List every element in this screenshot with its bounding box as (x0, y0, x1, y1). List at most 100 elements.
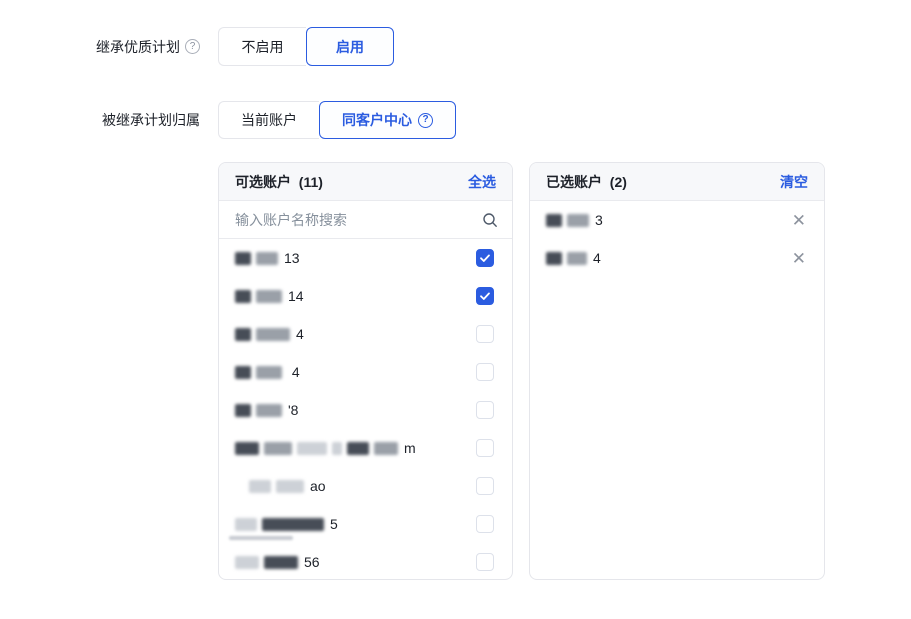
account-name-suffix: 3 (595, 212, 603, 228)
account-search-row (219, 201, 512, 239)
question-circle-icon[interactable]: ? (185, 39, 200, 54)
available-account-row[interactable]: 14 (219, 277, 512, 315)
account-name-suffix: m (404, 440, 416, 456)
redacted-text-block (567, 213, 589, 227)
form-row-plan-ownership: 被继承计划归属 当前账户 同客户中心 ? (0, 101, 911, 139)
redacted-text-block (264, 441, 292, 455)
redacted-text-block (374, 441, 398, 455)
available-account-row[interactable]: m (219, 429, 512, 467)
redacted-text-block (256, 289, 282, 303)
redacted-text-block (235, 441, 259, 455)
checkbox-unchecked[interactable] (476, 515, 494, 533)
checkbox-checked[interactable] (476, 287, 494, 305)
selected-account-row[interactable]: 3✕ (530, 201, 824, 239)
clear-all-link[interactable]: 清空 (780, 173, 808, 190)
account-name: m (235, 440, 416, 456)
redacted-text-block (347, 441, 369, 455)
redacted-text-block (235, 327, 251, 341)
selected-accounts-list: 3✕4✕ (530, 201, 824, 579)
account-name-suffix: 4 (288, 364, 300, 380)
selected-accounts-title: 已选账户 (2) (546, 173, 627, 190)
redacted-text-block (235, 365, 251, 379)
redacted-text-block (229, 536, 293, 540)
selected-accounts-panel: 已选账户 (2) 清空 3✕4✕ (529, 162, 825, 580)
account-name: 4 (546, 250, 601, 266)
account-name-suffix: '8 (288, 402, 299, 418)
checkbox-unchecked[interactable] (476, 363, 494, 381)
account-name: ao (235, 478, 326, 494)
checkbox-unchecked[interactable] (476, 477, 494, 495)
account-name-suffix: 4 (296, 326, 304, 342)
same-customer-center-label: 同客户中心 (342, 112, 412, 128)
inherit-plan-toggle-group: 不启用 启用 (218, 27, 394, 66)
redacted-text-block (256, 327, 290, 341)
redacted-text-block (235, 403, 251, 417)
checkbox-unchecked[interactable] (476, 401, 494, 419)
plan-ownership-label-group: 被继承计划归属 (0, 101, 200, 139)
redacted-text-block (235, 251, 251, 265)
available-account-row[interactable]: ao (219, 467, 512, 505)
inherit-plan-label-group: 继承优质计划 ? (0, 27, 200, 66)
redacted-text-block (256, 251, 278, 265)
available-accounts-header: 可选账户 (11) 全选 (219, 163, 512, 201)
select-all-link[interactable]: 全选 (468, 173, 496, 190)
available-accounts-panel: 可选账户 (11) 全选 13 14 4 4 '8 m ao 5 56 (218, 162, 513, 580)
account-name: 14 (235, 288, 304, 304)
redacted-text-block (567, 251, 587, 265)
available-account-row[interactable]: 4 (219, 315, 512, 353)
available-accounts-list: 13 14 4 4 '8 m ao 5 56 (219, 239, 512, 579)
checkbox-unchecked[interactable] (476, 325, 494, 343)
redacted-text-block (235, 289, 251, 303)
inherit-plan-settings-form: 继承优质计划 ? 不启用 启用 被继承计划归属 当前账户 同客户中心 ? (0, 27, 911, 619)
redacted-text-block (264, 555, 298, 569)
selected-accounts-header: 已选账户 (2) 清空 (530, 163, 824, 201)
redacted-text-block (546, 213, 562, 227)
plan-ownership-toggle-group: 当前账户 同客户中心 ? (218, 101, 456, 139)
available-account-row[interactable]: '8 (219, 391, 512, 429)
question-circle-icon[interactable]: ? (418, 112, 433, 128)
redacted-text-block (297, 441, 327, 455)
same-customer-center-option-button[interactable]: 同客户中心 ? (319, 101, 456, 139)
account-name-suffix: 5 (330, 516, 338, 532)
redacted-text-block (276, 479, 304, 493)
account-name: '8 (235, 402, 298, 418)
account-name: 5 (229, 516, 338, 540)
search-icon[interactable] (482, 212, 498, 228)
remove-account-icon[interactable]: ✕ (791, 210, 806, 230)
available-account-row[interactable]: 13 (219, 239, 512, 277)
form-row-inherit-plan: 继承优质计划 ? 不启用 启用 (0, 27, 911, 66)
redacted-text-block (262, 517, 324, 531)
inherit-plan-label: 继承优质计划 (96, 38, 180, 55)
redacted-text-block (546, 251, 562, 265)
plan-ownership-label: 被继承计划归属 (102, 112, 200, 128)
redacted-text-block (332, 441, 342, 455)
account-name-suffix: 56 (304, 554, 320, 570)
checkbox-unchecked[interactable] (476, 439, 494, 457)
account-name-suffix: ao (310, 478, 326, 494)
disable-option-button[interactable]: 不启用 (218, 27, 306, 66)
account-name-suffix: 13 (284, 250, 300, 266)
available-account-row[interactable]: 5 (219, 505, 512, 543)
account-name-suffix: 4 (593, 250, 601, 266)
redacted-text-block (256, 365, 282, 379)
account-name: 56 (235, 554, 320, 570)
account-search-input[interactable] (235, 211, 474, 228)
checkbox-unchecked[interactable] (476, 553, 494, 571)
redacted-text-block (249, 479, 271, 493)
account-name-suffix: 14 (288, 288, 304, 304)
available-account-row[interactable]: 4 (219, 353, 512, 391)
account-name: 3 (546, 212, 603, 228)
account-name: 13 (235, 250, 300, 266)
selected-account-row[interactable]: 4✕ (530, 239, 824, 277)
checkbox-checked[interactable] (476, 249, 494, 267)
account-name: 4 (235, 364, 300, 380)
current-account-option-button[interactable]: 当前账户 (218, 101, 319, 139)
available-account-row[interactable]: 56 (219, 543, 512, 579)
redacted-text-block (235, 555, 259, 569)
account-name: 4 (235, 326, 304, 342)
redacted-text-block (256, 403, 282, 417)
enable-option-button[interactable]: 启用 (306, 27, 394, 66)
redacted-text-block (235, 517, 257, 531)
remove-account-icon[interactable]: ✕ (791, 248, 806, 268)
account-transfer-row: 可选账户 (11) 全选 13 14 4 4 '8 m ao 5 56 (0, 162, 911, 580)
